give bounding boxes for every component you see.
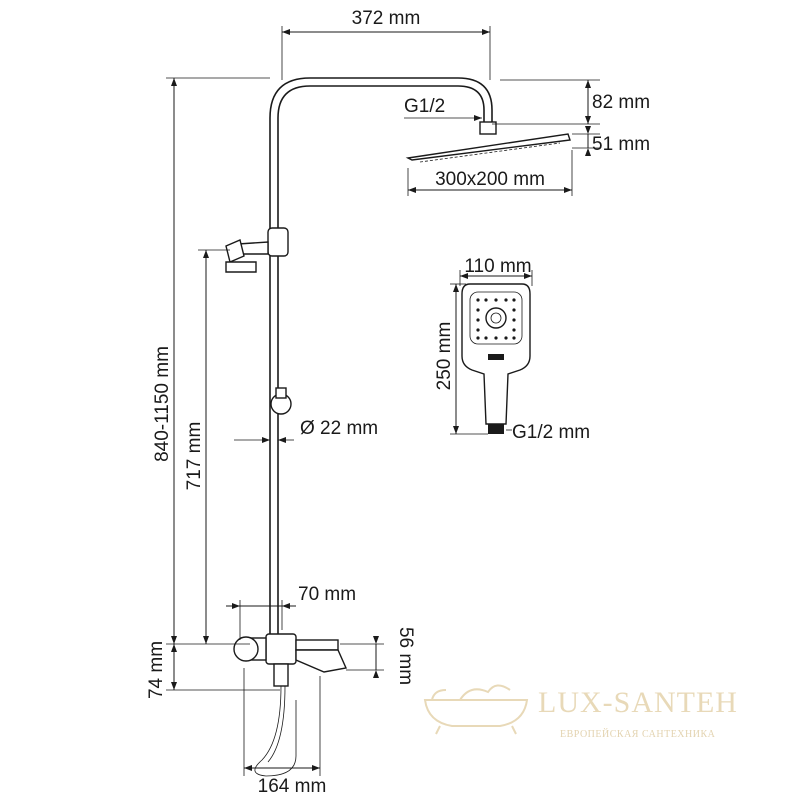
slide-clamp	[270, 387, 292, 415]
logo-tagline: ЕВРОПЕЙСКАЯ САНТЕХНИКА	[560, 728, 716, 740]
bathtub-icon	[423, 684, 529, 735]
mode-button	[488, 354, 504, 360]
label-mixer-offset: 70 mm	[298, 584, 356, 605]
label-head-height: 82 mm	[592, 92, 650, 113]
dimension-labels: 372 mm 82 mm G1/2 51 mm 300x200 mm 110 m…	[146, 8, 650, 797]
logo-name: LUX-SANTEH	[538, 686, 738, 719]
label-hand-connection: G1/2 mm	[512, 422, 590, 443]
shower-column	[269, 77, 497, 643]
label-hand-width: 110 mm	[464, 256, 531, 277]
label-hand-length: 250 mm	[434, 322, 455, 391]
label-head-size: 300x200 mm	[435, 169, 545, 190]
label-arm-width: 372 mm	[352, 8, 421, 29]
hand-connector	[488, 424, 504, 434]
label-connection: G1/2	[404, 96, 445, 117]
head-connector	[479, 121, 497, 135]
label-holder-height: 717 mm	[184, 422, 205, 491]
label-spout-height: 56 mm	[395, 627, 416, 685]
label-head-thickness: 51 mm	[592, 134, 650, 155]
logo-watermark: LUX-SANTEH ЕВРОПЕЙСКАЯ САНТЕХНИКА	[423, 684, 738, 740]
arrowheads	[171, 29, 591, 771]
thermostatic-mixer	[233, 633, 348, 777]
rain-shower-head	[405, 133, 571, 163]
label-mixer-height: 74 mm	[146, 641, 167, 699]
hand-shower	[461, 283, 531, 434]
spray-nozzles	[476, 298, 516, 340]
label-total-height: 840-1150 mm	[152, 346, 173, 462]
label-pipe-diameter: Ø 22 mm	[300, 418, 378, 439]
hand-shower-holder	[225, 227, 289, 273]
label-bottom-width: 164 mm	[258, 776, 327, 797]
